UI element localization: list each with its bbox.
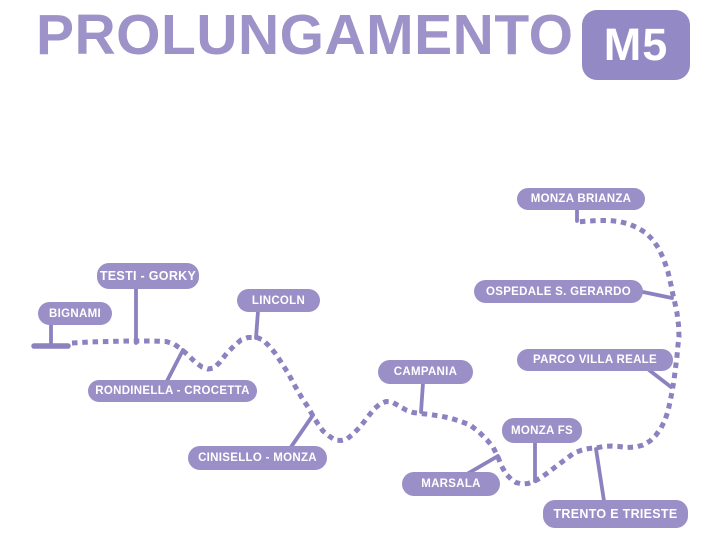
m5-badge-label: M5 — [603, 19, 669, 70]
connector-lincoln — [254, 309, 260, 340]
station-label-lincoln: LINCOLN — [237, 289, 320, 312]
route-dotted-path — [71, 218, 682, 487]
connector-cinisello-monza — [289, 413, 315, 449]
connector-rondinella-crocetta — [165, 348, 185, 383]
connector-trento-e-trieste — [594, 447, 606, 503]
connector-parco-villa-reale — [647, 368, 673, 389]
station-label-monza-brianza: MONZA BRIANZA — [517, 188, 645, 210]
connector-marsala — [465, 454, 500, 476]
station-label-bignami: BIGNAMI — [38, 302, 112, 325]
m5-line-badge: M5 — [582, 10, 690, 80]
station-label-parco-villa-reale: PARCO VILLA REALE — [517, 349, 673, 371]
station-label-trento-e-trieste: TRENTO E TRIESTE — [543, 500, 688, 528]
page-title: PROLUNGAMENTO — [36, 3, 574, 67]
connector-ospedale-s-gerardo — [641, 290, 674, 300]
station-label-ospedale-s-gerardo: OSPEDALE S. GERARDO — [474, 280, 643, 303]
station-label-marsala: MARSALA — [402, 472, 500, 496]
station-label-rondinella-crocetta: RONDINELLA - CROCETTA — [88, 380, 257, 402]
station-label-cinisello-monza: CINISELLO - MONZA — [188, 446, 327, 470]
connector-campania — [419, 381, 425, 414]
station-label-monza-fs: MONZA FS — [502, 418, 582, 443]
station-label-testi-gorky: TESTI - GORKY — [97, 263, 199, 289]
station-label-campania: CAMPANIA — [378, 360, 473, 384]
